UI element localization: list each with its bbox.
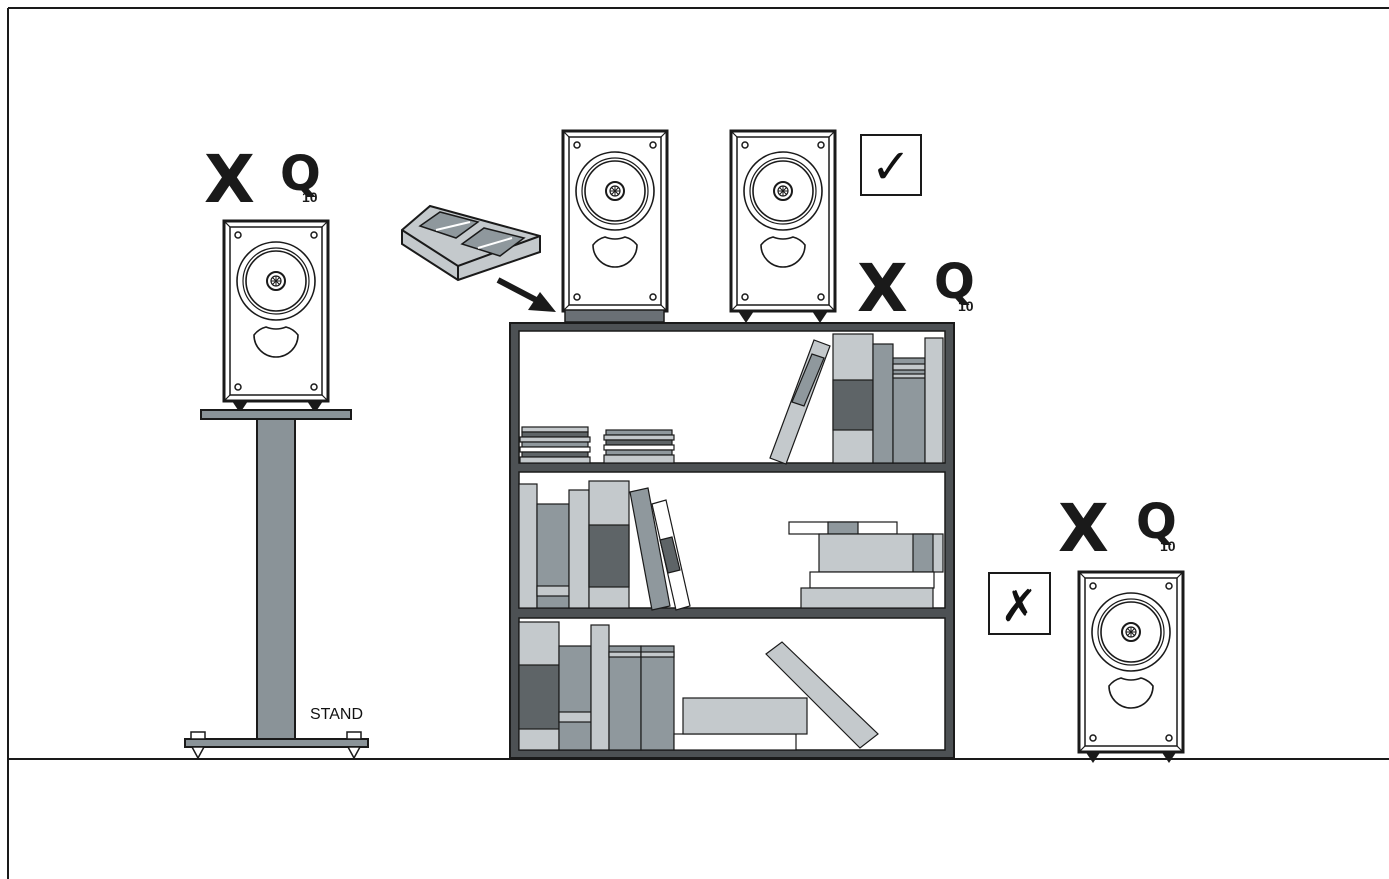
svg-text:X: X [1058,490,1109,567]
isolation-pad [564,309,665,323]
logo-right: X Q 10 [1058,490,1177,567]
arrow-icon [496,277,556,312]
svg-text:X: X [204,141,255,218]
svg-text:Q: Q [280,146,321,202]
speaker-on-spikes [729,129,837,313]
check-mark-box: ✓ [860,134,922,196]
speaker-stand [184,409,369,760]
svg-text:X: X [857,250,908,327]
speaker-on-stand [222,219,330,403]
logo-left: X Q 10 [204,141,321,218]
logo-center: X Q 10 [857,250,975,327]
speaker-on-spikes-feet [738,311,828,323]
cross-mark-box: ✗ [988,572,1051,635]
shelf-middle-items [518,480,944,611]
svg-text:Q: Q [934,254,975,310]
svg-text:Q: Q [1136,494,1177,550]
svg-text:10: 10 [958,298,974,314]
foam-pad-icon [401,204,541,282]
shelf-top-items [519,333,944,465]
stand-label: STAND [310,706,363,723]
svg-text:10: 10 [302,189,318,205]
speaker-on-pad [561,129,669,313]
shelf-bottom-items [518,621,879,751]
check-icon: ✓ [871,139,911,195]
svg-text:10: 10 [1160,538,1176,554]
cross-icon: ✗ [1001,581,1038,632]
speaker-on-floor [1077,570,1185,754]
